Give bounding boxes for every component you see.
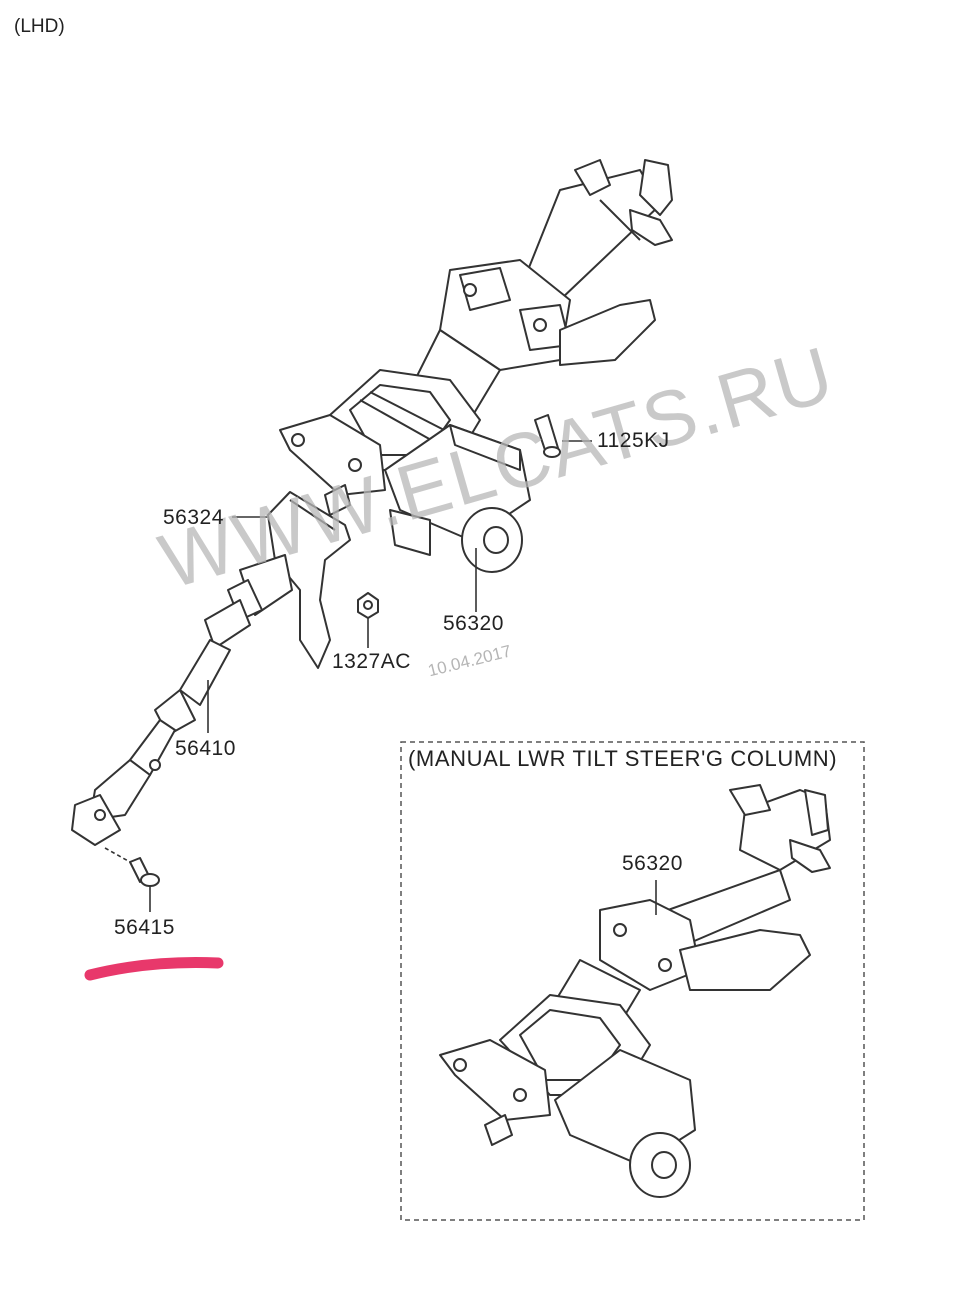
inset-title: (MANUAL LWR TILT STEER'G COLUMN) [408,746,838,771]
callout-56410: 56410 [175,737,236,760]
variant-label: (LHD) [14,16,65,37]
callout-56324: 56324 [163,506,224,529]
inset-column-assembly [439,784,831,1198]
steering-column-assembly [279,159,673,573]
highlight-mark [84,957,224,981]
callout-1125kj: 1125KJ [597,429,670,452]
intermediate-shaft-56410 [71,554,293,846]
inset-frame [400,741,865,1221]
leader-lines [104,440,592,912]
inset-callout-56320: 56320 [622,852,683,875]
callout-56320: 56320 [443,612,504,635]
bracket-56324 [267,491,351,669]
callout-56415: 56415 [114,916,175,939]
nut-1327ac [357,592,379,619]
callout-1327ac: 1327AC [332,650,411,673]
bolt-56415 [129,857,160,887]
